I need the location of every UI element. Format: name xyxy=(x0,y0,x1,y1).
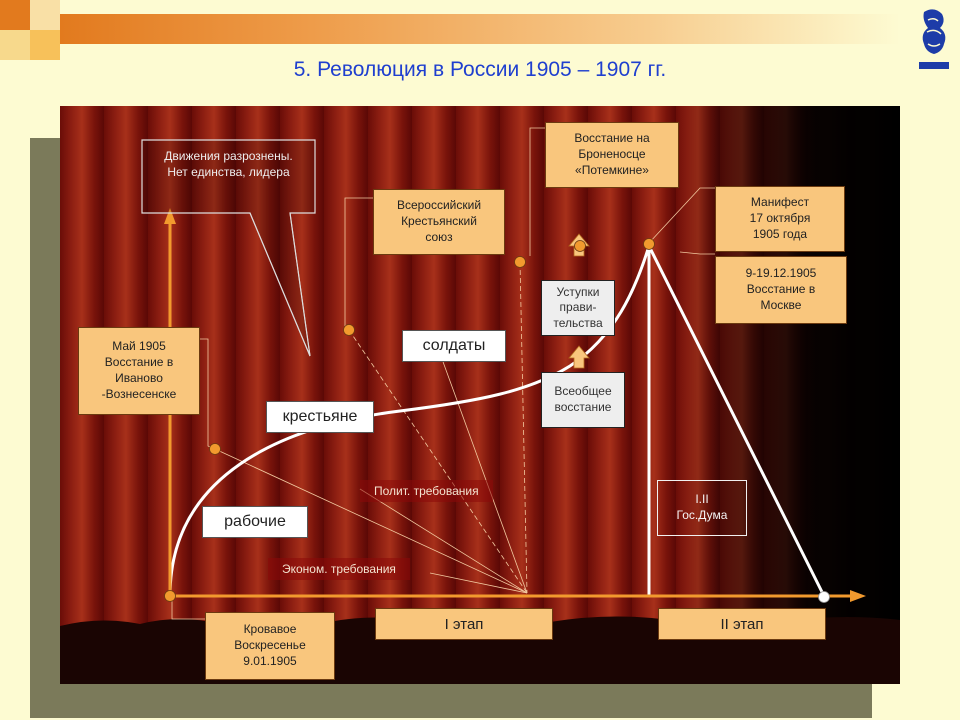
label-workers: рабочие xyxy=(202,506,308,538)
box-manifesto: Манифест 17 октября 1905 года xyxy=(715,186,845,252)
box-general-strike: Всеобщее восстание xyxy=(541,372,625,428)
end-dot xyxy=(818,591,830,603)
box-peasant-union: Всероссийский Крестьянский союз xyxy=(373,189,505,255)
label-peasants: крестьяне xyxy=(266,401,374,433)
page-title: 5. Революция в России 1905 – 1907 гг. xyxy=(293,58,667,81)
revolution-diagram: Движения разрознены. Нет единства, лидер… xyxy=(60,106,900,684)
decorative-square xyxy=(0,30,30,60)
label-economic-demands: Эконом. требования xyxy=(268,558,410,580)
callout-bubble xyxy=(141,139,316,357)
box-concessions: Уступки прави- тельства xyxy=(541,280,615,336)
box-potemkin: Восстание на Броненосце «Потемкине» xyxy=(545,122,679,188)
callout-text: Движения разрознены. Нет единства, лидер… xyxy=(164,149,293,180)
box-may-1905: Май 1905 Восстание в Иваново -Вознесенск… xyxy=(78,327,200,415)
decorative-square xyxy=(30,0,60,30)
stage-1-box: I этап xyxy=(375,608,553,640)
decorative-square xyxy=(30,30,60,60)
stage-2-box: II этап xyxy=(658,608,826,640)
label-political-demands: Полит. требования xyxy=(360,480,493,502)
x-axis-arrow xyxy=(850,590,866,602)
connector-lines xyxy=(214,261,528,594)
y-axis-arrow xyxy=(164,208,176,224)
decorative-square xyxy=(0,0,30,30)
box-bloody-sunday: Кровавое Воскресенье 9.01.1905 xyxy=(205,612,335,680)
box-moscow: 9-19.12.1905 Восстание в Москве xyxy=(715,256,847,324)
revolution-curve xyxy=(168,241,826,597)
decorative-header-bar xyxy=(60,14,900,44)
label-soldiers: солдаты xyxy=(402,330,506,362)
event-dots xyxy=(164,238,655,602)
box-duma: I.II Гос.Дума xyxy=(657,480,747,536)
university-logo-icon xyxy=(916,6,952,76)
